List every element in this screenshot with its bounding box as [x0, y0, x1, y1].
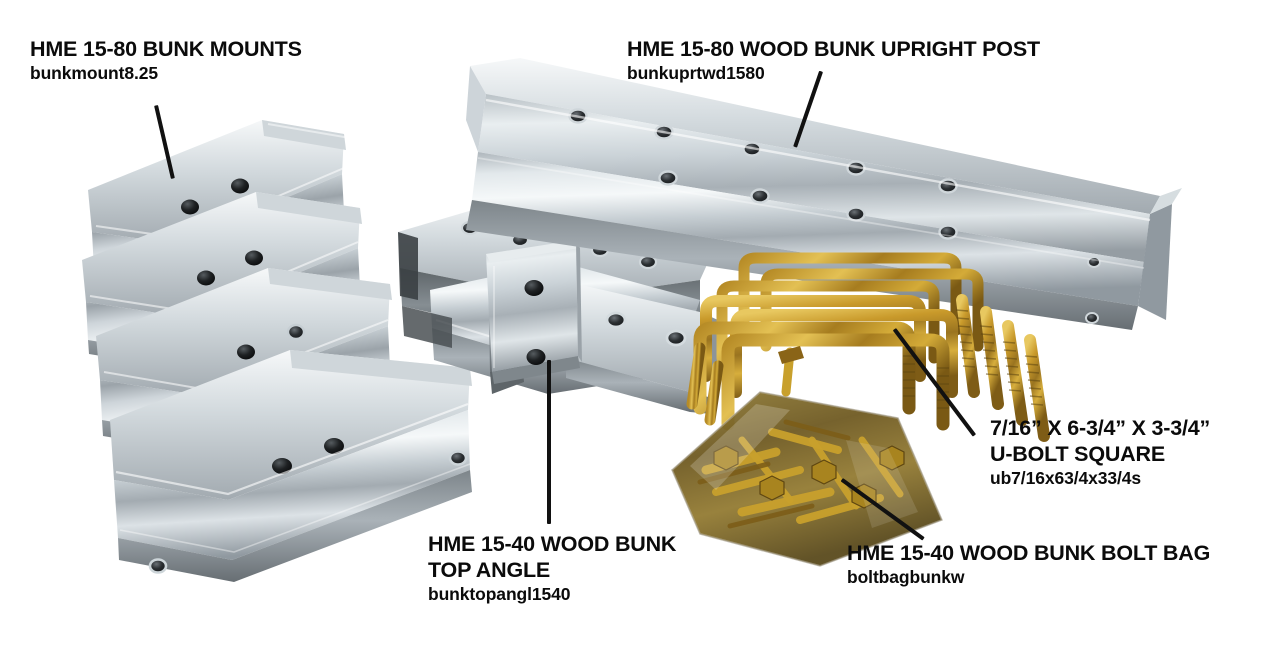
callout-title-line2: U-BOLT SQUARE [990, 442, 1165, 466]
callout-u-bolt: 7/16” X 6-3/4” X 3-3/4” U-BOLT SQUARE ub… [990, 415, 1210, 489]
callout-sku: bunkuprtwd1580 [627, 63, 765, 83]
callout-top-angle: HME 15-40 WOOD BUNK TOP ANGLE bunktopang… [428, 531, 676, 605]
callout-upright-post: HME 15-80 WOOD BUNK UPRIGHT POST bunkupr… [627, 36, 1040, 84]
bunk-mount-channel [110, 350, 472, 582]
part-bolt-bag [671, 346, 944, 568]
callout-sku: bunktopangl1540 [428, 584, 571, 604]
callout-title-line1: 7/16” X 6-3/4” X 3-3/4” [990, 416, 1211, 440]
callout-title: HME 15-80 BUNK MOUNTS [30, 37, 302, 61]
part-u-bolts [686, 252, 1050, 442]
callout-title: HME 15-40 WOOD BUNK BOLT BAG [847, 541, 1211, 565]
callout-sku: boltbagbunkw [847, 567, 965, 587]
leader-line-top-angle [547, 360, 551, 524]
part-bunk-mounts [82, 120, 472, 582]
callout-bunk-mounts: HME 15-80 BUNK MOUNTS bunkmount8.25 [30, 36, 302, 84]
callout-title-line2: TOP ANGLE [428, 558, 551, 582]
part-upright-post [466, 58, 1182, 330]
callout-title: HME 15-80 WOOD BUNK UPRIGHT POST [627, 37, 1040, 61]
callout-title-line1: HME 15-40 WOOD BUNK [428, 532, 677, 556]
callout-sku: ub7/16x63/4x33/4s [990, 468, 1142, 488]
callout-sku: bunkmount8.25 [30, 63, 159, 83]
part-top-angle-bracket [486, 240, 582, 394]
callout-bolt-bag: HME 15-40 WOOD BUNK BOLT BAG boltbagbunk… [847, 540, 1210, 588]
